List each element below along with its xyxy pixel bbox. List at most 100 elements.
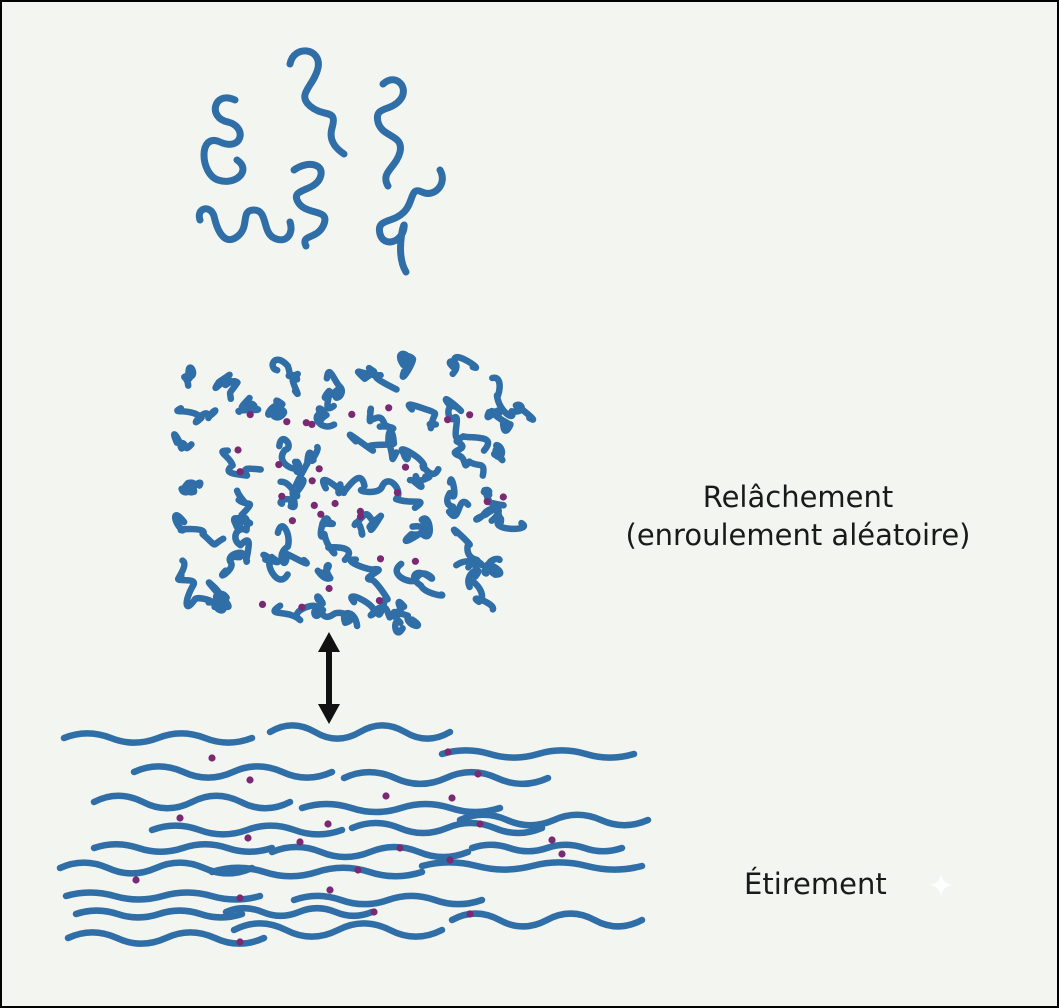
coiled-chain — [317, 515, 352, 564]
coiled-chain — [406, 472, 433, 491]
coiled-chain — [174, 405, 219, 426]
stretched-chain — [222, 904, 376, 920]
coiled-chain — [235, 394, 262, 416]
stretched-chain — [340, 768, 552, 788]
free-chain — [195, 205, 295, 244]
coiled-chain — [351, 510, 385, 538]
crosslink-point — [444, 748, 452, 756]
sparkle-icon — [928, 872, 954, 898]
crosslink-point — [246, 411, 254, 419]
stretched-chain — [290, 892, 486, 908]
crosslink-point — [356, 513, 365, 521]
coiled-chain — [205, 579, 232, 614]
coiled-chain — [293, 443, 321, 496]
crosslink-point — [258, 600, 267, 609]
coiled-chain — [178, 479, 204, 496]
crosslink-point — [308, 420, 316, 428]
stretched-chain — [230, 920, 446, 940]
crosslink-point — [208, 754, 216, 762]
stretched-chain — [60, 730, 256, 746]
coiled-chain — [346, 428, 400, 463]
coiled-chain — [402, 515, 433, 544]
crosslink-point — [296, 838, 304, 846]
crosslink-point — [326, 886, 334, 894]
coiled-chain — [489, 374, 537, 423]
crosslink-point — [396, 844, 404, 852]
crosslink-point — [325, 584, 333, 593]
coiled-chain — [314, 593, 361, 630]
transition-arrow — [318, 632, 340, 724]
crosslink-point — [446, 856, 454, 864]
coiled-chain — [481, 555, 504, 578]
stretched-chain — [90, 792, 294, 812]
stretched-chain — [268, 843, 472, 861]
crosslink-point — [466, 910, 474, 918]
coiled-chain — [446, 354, 479, 378]
crosslink-point — [558, 850, 566, 858]
crosslink-point — [302, 419, 310, 427]
crosslink-point — [370, 908, 378, 916]
coiled-chain — [170, 431, 195, 452]
coiled-chain — [473, 505, 528, 533]
coiled-chain — [218, 549, 246, 579]
crosslink-point — [448, 794, 456, 802]
stretched-chain — [438, 747, 638, 761]
crosslink-point — [393, 488, 401, 497]
coiled-chain — [271, 602, 327, 624]
coiled-chain — [276, 436, 303, 476]
crosslink-point — [132, 876, 140, 884]
coiled-chain — [321, 368, 345, 412]
coiled-chain — [396, 350, 417, 380]
coiled-chain — [366, 405, 397, 432]
coiled-chain — [175, 557, 215, 610]
stretched-chain — [418, 859, 646, 873]
stretched-chain — [348, 819, 546, 837]
relaxed-network-group — [170, 350, 537, 636]
crosslink-point — [382, 792, 390, 800]
crosslink-point — [411, 557, 419, 565]
crosslink-point — [275, 461, 283, 469]
crosslink-point — [466, 411, 474, 419]
coiled-chain — [484, 407, 514, 434]
arrow-head-down — [318, 704, 340, 724]
relaxed-label-line2: (enroulement aléatoire) — [625, 517, 971, 552]
coiled-chain — [442, 396, 492, 454]
coiled-chain — [319, 474, 368, 497]
free-chain — [375, 166, 446, 276]
crosslink-point — [548, 836, 556, 844]
crosslink-point — [288, 517, 296, 525]
stretched-chain — [456, 811, 652, 829]
crosslink-point — [348, 410, 356, 418]
coiled-chain — [450, 526, 485, 571]
crosslink-point — [376, 555, 385, 563]
coiled-chain — [393, 560, 446, 599]
coiled-chain — [171, 512, 227, 548]
free-chains-group — [195, 47, 446, 276]
crosslink-point — [236, 894, 244, 902]
stretched-chain — [208, 864, 426, 880]
arrow-head-up — [318, 632, 340, 652]
coiled-chain — [313, 405, 338, 430]
crosslink-point — [354, 866, 362, 874]
coiled-chain — [357, 478, 424, 512]
crosslink-point — [385, 404, 393, 412]
crosslink-point — [244, 834, 252, 842]
stretched-chain — [64, 929, 268, 947]
stretched-network-group — [56, 722, 652, 947]
coiled-chain — [274, 523, 310, 567]
crosslink-point — [317, 510, 325, 518]
stretched-state-label: Étirement — [744, 867, 887, 901]
crosslink-point — [375, 597, 383, 605]
crosslink-point — [310, 501, 318, 509]
free-chain — [373, 76, 407, 190]
crosslink-point — [308, 477, 316, 485]
crosslink-point — [401, 463, 410, 471]
stretched-chain — [266, 722, 454, 742]
stretched-chain — [468, 841, 626, 855]
coiled-chain — [219, 447, 264, 479]
stretched-chain — [448, 910, 646, 930]
crosslink-point — [474, 770, 482, 778]
relaxed-state-label: Relâchement (enroulement aléatoire) — [598, 479, 998, 554]
free-chain — [290, 160, 329, 250]
coiled-chain — [265, 397, 288, 421]
